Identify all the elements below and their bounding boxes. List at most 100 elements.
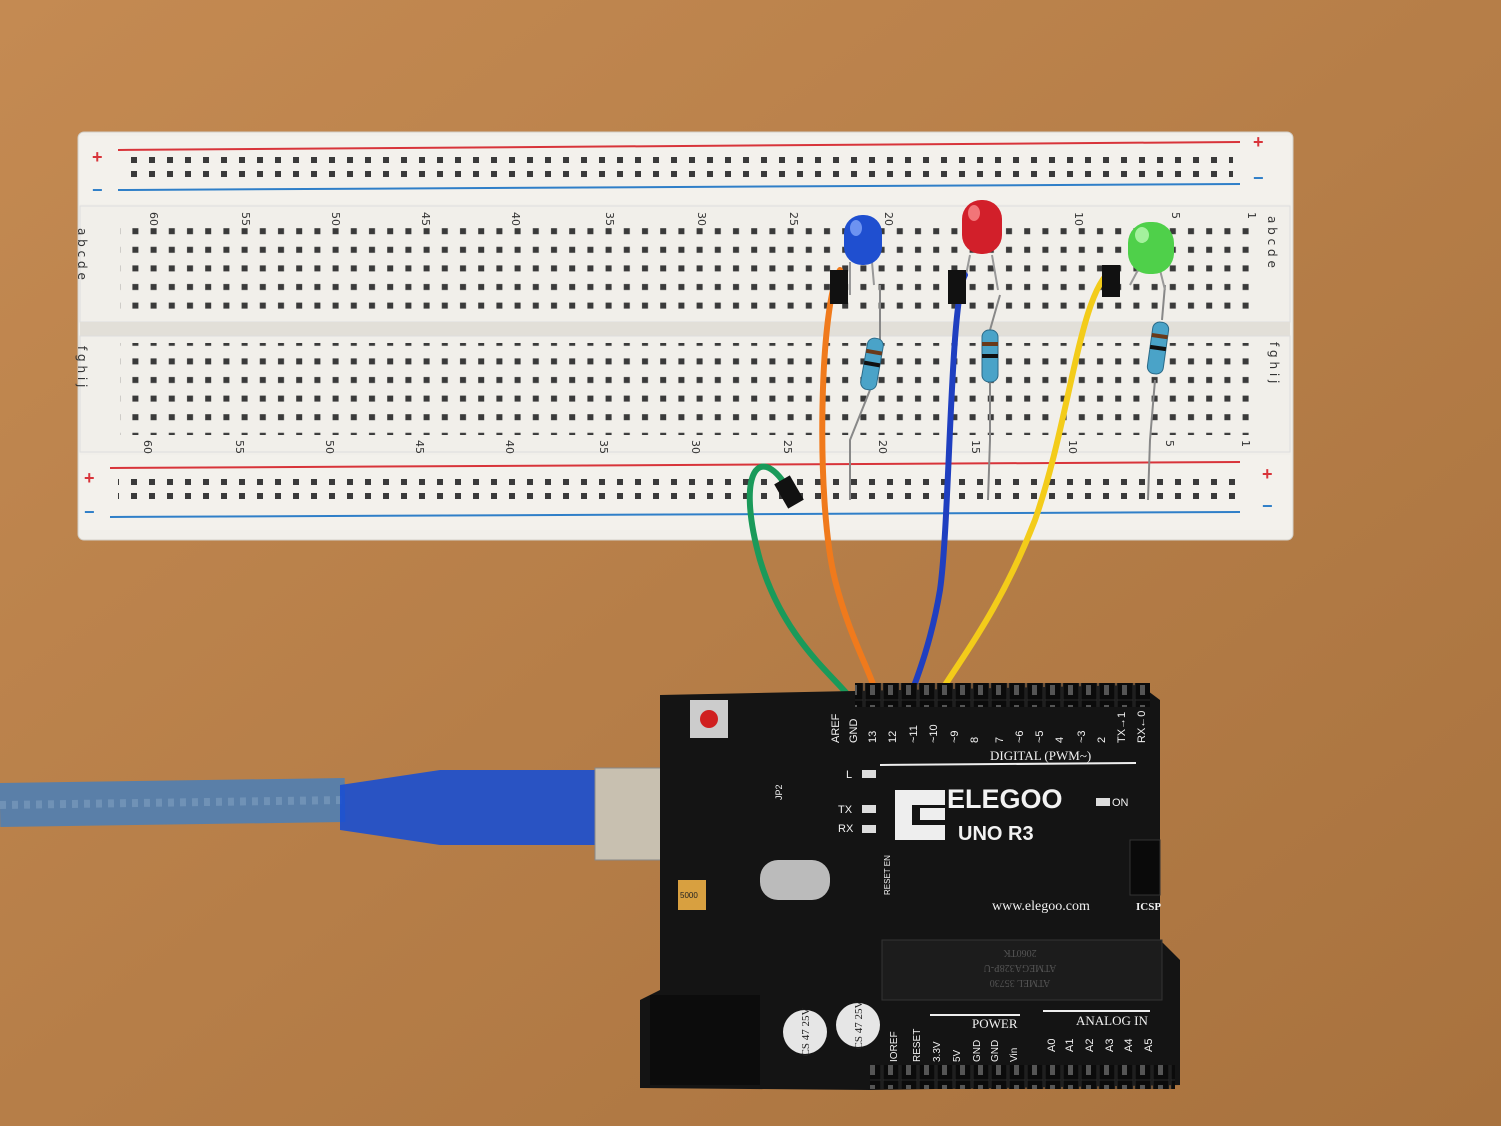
- resistor: [1146, 321, 1170, 375]
- digital-pin-label: ~5: [1034, 730, 1046, 743]
- analog-pin-label: A2: [1084, 1039, 1096, 1052]
- column-number: 35: [597, 440, 610, 454]
- column-number: 55: [233, 440, 246, 454]
- capacitor-label: CS 47 25V: [800, 1007, 812, 1056]
- wire-connector: [1102, 265, 1120, 297]
- digital-pin-label: 4: [1054, 737, 1066, 743]
- digital-pin-label: 7: [994, 737, 1006, 743]
- wire-orange: [819, 267, 879, 699]
- digital-pin-label: 13: [867, 731, 879, 743]
- digital-pin-label: ~3: [1076, 730, 1088, 743]
- column-number: 5: [1169, 212, 1182, 219]
- rail-minus-label: −: [1262, 496, 1273, 516]
- column-number: 10: [1066, 440, 1079, 454]
- red-rail-line: [117, 141, 1241, 151]
- column-number: 40: [503, 440, 516, 454]
- power-analog-header: [870, 1065, 1175, 1089]
- power-pin-label: 3.3V: [932, 1041, 943, 1062]
- rx-led-label: RX: [838, 823, 854, 835]
- jp2-label: JP2: [774, 784, 784, 800]
- digital-pin-label: ~10: [928, 724, 940, 743]
- column-number: 45: [413, 440, 426, 454]
- column-number: 20: [876, 440, 889, 454]
- row-letters-bottom: f g h i j: [75, 346, 89, 387]
- reset-en-label: RESET EN: [883, 855, 892, 895]
- wire-green: [746, 463, 865, 723]
- capacitor-label: CS 47 25V: [853, 1000, 865, 1049]
- column-number: 25: [781, 440, 794, 454]
- wire-connector: [948, 270, 966, 304]
- arduino-board: CS 47 25V CS 47 25V 5000 2060TK ATMEGA32…: [640, 683, 1180, 1090]
- resistor: [981, 329, 999, 383]
- capacitor: [836, 1003, 880, 1047]
- column-number: 30: [695, 212, 708, 226]
- column-number: 60: [147, 212, 160, 226]
- analog-pin-label: A0: [1046, 1039, 1058, 1052]
- crystal: [760, 860, 830, 900]
- column-number: 1: [1239, 440, 1252, 447]
- wire-yellow: [939, 267, 1115, 693]
- column-number: 60: [141, 440, 154, 454]
- column-number: 1: [1245, 212, 1258, 219]
- rail-minus-label: −: [1253, 168, 1264, 188]
- column-number: 35: [603, 212, 616, 226]
- analog-label: ANALOG IN: [1076, 1013, 1148, 1028]
- power-jack: [650, 995, 760, 1085]
- column-number: 20: [882, 212, 895, 226]
- rail-plus-label: +: [92, 147, 103, 167]
- digital-pin-label: 12: [887, 731, 899, 743]
- digital-pin-label: TX→1: [1116, 712, 1128, 743]
- icsp-header: [1129, 839, 1161, 896]
- rail-plus-label: +: [84, 468, 95, 488]
- url-label: www.elegoo.com: [992, 899, 1090, 914]
- power-pin-label: IOREF: [889, 1031, 900, 1062]
- column-number: 55: [239, 212, 252, 226]
- digital-header: [855, 683, 1150, 707]
- wire-connector: [830, 270, 848, 304]
- power-label: POWER: [972, 1016, 1018, 1031]
- row-letters-bottom: f g h i j: [1267, 342, 1281, 383]
- column-number: 25: [787, 212, 800, 226]
- row-letters-top: a b c d e: [1265, 216, 1279, 268]
- power-pin-label: GND: [972, 1040, 983, 1062]
- rail-plus-label: +: [1262, 464, 1273, 484]
- resistor-leads: [849, 284, 1166, 501]
- brand-label: ELEGOO: [947, 784, 1063, 814]
- column-number: 30: [689, 440, 702, 454]
- digital-pin-label: ~11: [908, 725, 920, 743]
- analog-pin-label: A5: [1143, 1039, 1155, 1052]
- digital-pin-label: ~9: [949, 730, 961, 743]
- power-pin-label: RESET: [912, 1029, 923, 1062]
- column-number: 45: [419, 212, 432, 226]
- rail-minus-label: −: [92, 180, 103, 200]
- capacitor: [783, 1010, 827, 1054]
- power-pin-label: Vin: [1009, 1048, 1020, 1062]
- chip-maker-code: ATMEL 35730: [990, 977, 1050, 988]
- power-pin-label: GND: [990, 1040, 1001, 1062]
- analog-pin-labels: A0 A1 A2 A3 A4 A5: [1046, 1039, 1155, 1052]
- analog-pin-label: A1: [1064, 1039, 1076, 1052]
- resistor: [860, 337, 884, 391]
- column-number: 15: [969, 440, 982, 454]
- column-number: 50: [329, 212, 342, 226]
- digital-pin-label: GND: [848, 719, 860, 744]
- analog-pin-label: A4: [1123, 1039, 1135, 1052]
- digital-pin-label: AREF: [830, 713, 842, 743]
- chip-code2: 2060TK: [1003, 947, 1037, 958]
- fuse-label: 5000: [680, 891, 698, 900]
- icsp-label: ICSP: [1136, 901, 1161, 913]
- wire-blue: [904, 272, 968, 708]
- rail-minus-label: −: [84, 502, 95, 522]
- digital-pin-label: 8: [969, 737, 981, 743]
- column-number: 10: [1072, 212, 1085, 226]
- wire-connector: [774, 475, 804, 509]
- fuse: [678, 880, 706, 910]
- row-letters-top: a b c d e: [75, 228, 89, 280]
- model-label: UNO R3: [958, 823, 1034, 845]
- analog-pin-label: A3: [1104, 1039, 1116, 1052]
- column-number: 40: [509, 212, 522, 226]
- on-led-label: ON: [1112, 797, 1129, 809]
